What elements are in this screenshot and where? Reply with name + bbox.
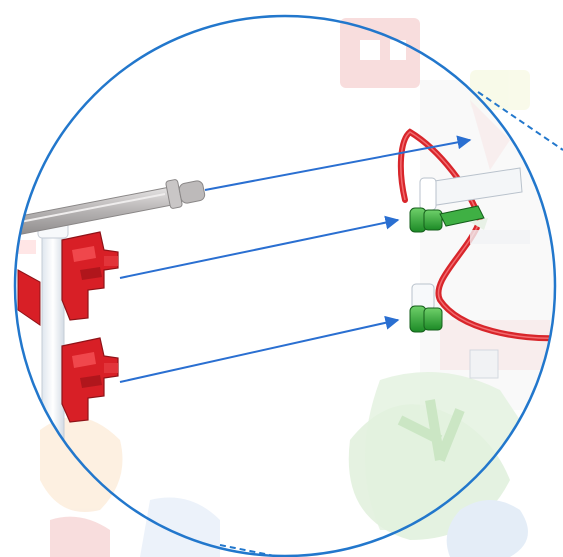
green-connector-lower bbox=[410, 306, 442, 332]
grey-rod-icon bbox=[10, 179, 206, 236]
arrow-red-upper-to-green-upper bbox=[120, 220, 398, 278]
arrow-red-lower-to-green-lower bbox=[120, 320, 398, 382]
red-connector-upper bbox=[62, 232, 118, 320]
red-connector-lower bbox=[62, 338, 118, 422]
assembly-arrows bbox=[120, 140, 470, 382]
